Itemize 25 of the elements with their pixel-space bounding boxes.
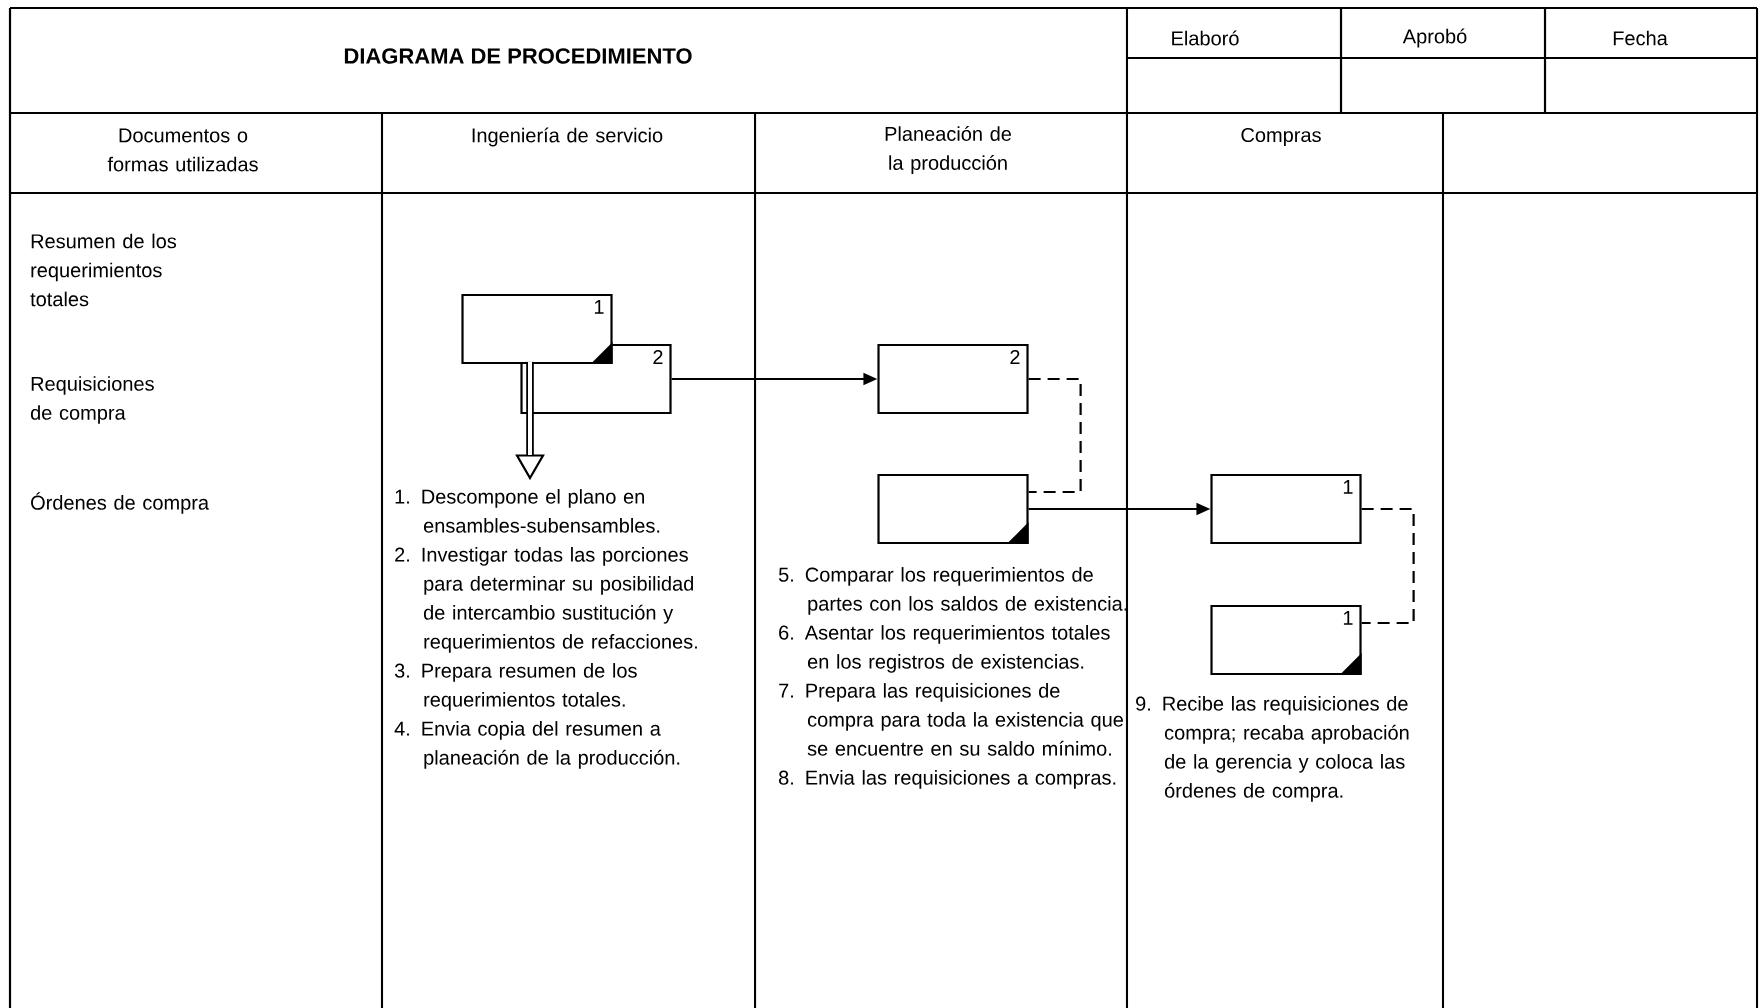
- header-label: Fecha: [1613, 30, 1668, 46]
- step-text: 4. Envia copia del resumen a planeación de la producción.: [394, 721, 680, 769]
- dashed-connector: [1028, 377, 1082, 494]
- dashed-connector: [1361, 507, 1415, 625]
- document-name: Órdenes de compra: [31, 492, 210, 514]
- document-box: 1: [1210, 604, 1362, 676]
- header-label: Aprobó: [1402, 28, 1467, 48]
- column-header: Compras: [1241, 127, 1321, 147]
- column-header: Planeación de la producción: [885, 126, 1011, 174]
- title: DIAGRAMA DE PROCEDIMIENTO: [344, 48, 692, 64]
- connector-line: [526, 361, 534, 455]
- document-box: 2: [877, 343, 1029, 415]
- column-header: Documentos o formas utilizadas: [107, 128, 258, 172]
- step-text: 3. Prepara resumen de los requerimientos totales.: [394, 663, 637, 711]
- step-text: 7. Prepara las requisiciones de compra para toda la existencia que se encuentre en su saldo mínimo.: [779, 683, 1123, 756]
- step-text: 6. Asentar los requerimientos totales en los registros de existencias.: [779, 625, 1110, 673]
- header-label: Elaboró: [1172, 30, 1239, 46]
- document-box: 1: [461, 293, 613, 365]
- document-box: 1: [1210, 473, 1362, 545]
- step-text: 8. Envia las requisiciones a compras.: [779, 770, 1116, 789]
- document-name: Resumen de los requerimientos totales: [30, 233, 177, 307]
- step-text: 2. Investigar todas las porciones para determinar su posibilidad de intercambio sustitución y requerimientos de refacciones.: [395, 547, 697, 653]
- document-name: Requisiciones de compra: [30, 376, 154, 424]
- document-box: [877, 473, 1029, 545]
- column-header: Ingeniería de servicio: [472, 127, 663, 147]
